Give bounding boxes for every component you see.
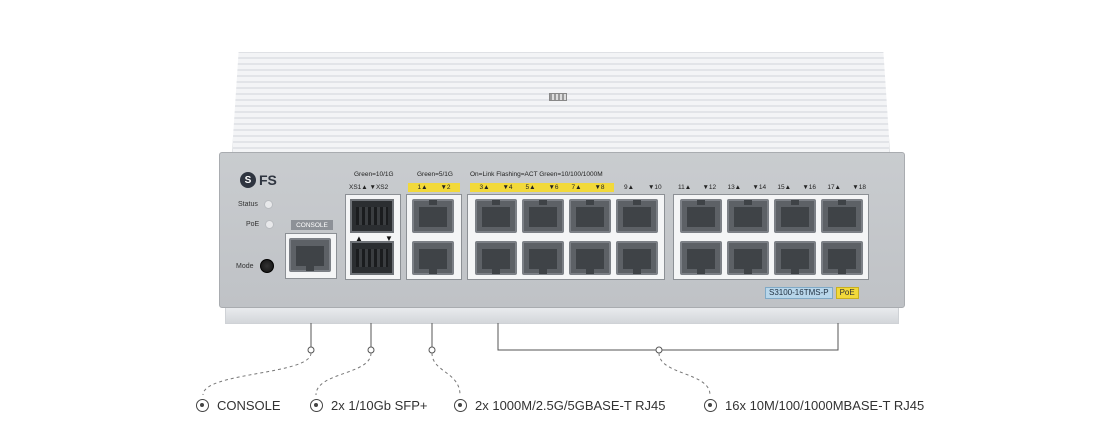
link-legend-label: On=Link Flashing=ACT Green=10/100/1000M [470,171,603,178]
sfp-speed-label: Green=10/1G [354,171,394,178]
rj45-port-4[interactable] [475,241,517,275]
gigabit-dash [658,352,711,396]
port-label: ▼18 [852,184,866,191]
port-label: ▼6 [548,184,559,191]
mode-row: Mode [236,259,274,273]
target-icon [454,399,467,412]
rj45-port-15[interactable] [774,199,816,233]
rj45-port-18[interactable] [821,241,863,275]
rj45-port-2[interactable] [412,241,454,275]
ports-11-18-group [673,194,869,280]
chassis-heatsink [232,52,890,152]
poe-led-label: PoE [246,221,260,228]
rj45-port-13[interactable] [727,199,769,233]
ports-11-18-label: 11▲ ▼12 13▲ ▼14 15▲ ▼16 17▲ ▼18 [678,184,866,191]
callout-multigig: 2x 1000M/2.5G/5GBASE-T RJ45 [454,398,666,413]
poe-led-icon [265,220,275,229]
arrow-up-icon: ▲ [355,234,363,243]
rj45-port-12[interactable] [680,241,722,275]
front-panel-base [225,308,899,324]
target-icon [310,399,323,412]
model-tag: S3100-16TMS-P PoE [765,287,859,299]
leader-node [307,346,315,354]
ports-3-10-group [467,194,665,280]
poe-badge: PoE [835,287,859,299]
rj45-port-16[interactable] [774,241,816,275]
brand-text: FS [259,172,277,188]
multigig-ports-label: 1▲ ▼2 [408,183,460,192]
vent-icon [549,93,567,101]
port-label: 3▲ [479,184,490,191]
port-label: 5▲ [525,184,536,191]
arrow-down-icon: ▼ [385,234,393,243]
sfp-dash [315,352,372,396]
port-label: ▼16 [802,184,817,191]
multigig-speed-label: Green=5/1G [417,171,453,178]
brand-logo: S FS [240,172,277,188]
mode-button[interactable] [259,259,274,273]
rj45-port-10[interactable] [616,241,658,275]
port-label: 15▲ [777,184,792,191]
port-label: 9▲ [624,184,635,191]
callout-label: 16x 10M/100/1000MBASE-T RJ45 [725,398,925,413]
multigig-port-group [406,194,462,280]
rj45-port-7[interactable] [569,199,611,233]
port-label: 17▲ [827,184,841,191]
target-icon [704,399,717,412]
port-label: 1▲ [417,184,428,191]
status-led-label: Status [238,201,258,208]
leader-node [367,346,375,354]
callout-label: 2x 1/10Gb SFP+ [331,398,428,413]
poe-led-row: PoE [246,220,275,229]
port-label: ▼12 [702,184,717,191]
port-label: ▼4 [502,184,513,191]
multigig-dash [431,352,461,396]
sfp-port-xs1[interactable] [350,199,394,233]
callout-gigabit: 16x 10M/100/1000MBASE-T RJ45 [704,398,924,413]
port-label: 7▲ [571,184,582,191]
console-port-group [285,233,337,279]
port-label: ▼10 [648,184,662,191]
console-dash [202,352,312,396]
gigabit-bracket [497,323,839,351]
callout-label: 2x 1000M/2.5G/5GBASE-T RJ45 [475,398,666,413]
ports-3-8-label: 3▲ ▼4 5▲ ▼6 7▲ ▼8 [470,183,614,192]
fs-logo-icon: S [240,172,256,188]
rj45-port-1[interactable] [412,199,454,233]
leader-node [428,346,436,354]
sfp-port-xs2[interactable] [350,241,394,275]
console-tag: CONSOLE [291,220,333,230]
rj45-port-14[interactable] [727,241,769,275]
status-led-row: Status [238,200,273,209]
rj45-port-17[interactable] [821,199,863,233]
rj45-port-5[interactable] [522,199,564,233]
rj45-port-11[interactable] [680,199,722,233]
sfp-ports-label: XS1▲ ▼XS2 [349,184,389,191]
rj45-port-8[interactable] [569,241,611,275]
mode-label: Mode [236,262,254,270]
callout-console: CONSOLE [196,398,281,413]
console-port[interactable] [289,238,331,272]
callout-label: CONSOLE [217,398,281,413]
rj45-port-3[interactable] [475,199,517,233]
port-label: 13▲ [727,184,742,191]
sfp-port-group: ▲ ▼ [345,194,401,280]
rj45-port-6[interactable] [522,241,564,275]
port-label: ▼8 [594,184,605,191]
model-name: S3100-16TMS-P [765,287,833,299]
port-label: 11▲ [678,184,692,191]
port-label: ▼2 [440,184,451,191]
leader-node [655,346,663,354]
callout-sfp: 2x 1/10Gb SFP+ [310,398,427,413]
port-label: ▼14 [752,184,767,191]
rj45-port-9[interactable] [616,199,658,233]
target-icon [196,399,209,412]
status-led-icon [263,200,273,209]
